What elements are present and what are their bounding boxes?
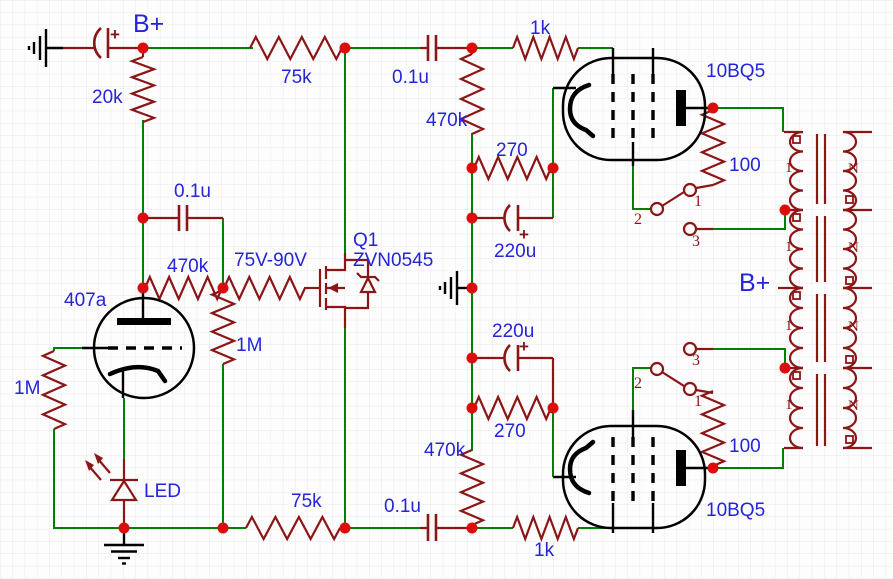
transformer-primary-label-3: 1 [785, 318, 793, 334]
capacitor-01u-left[interactable] [177, 205, 189, 231]
label-gate-voltage[interactable]: 75V-90V [234, 250, 307, 271]
resistor-20k[interactable] [128, 55, 158, 124]
net-label-bplus-top[interactable]: B+ [133, 10, 164, 38]
resistor-470k-input[interactable] [143, 274, 224, 302]
capacitor-polarized-bplus[interactable] [92, 27, 110, 59]
polarity-plus-bplus-cap: + [110, 25, 120, 44]
resistor-1m-left[interactable] [40, 349, 68, 431]
transformer-primary-label-1: 1 [785, 160, 793, 176]
label-r1k-bottom[interactable]: 1k [534, 540, 555, 561]
transformer-secondary-label-3: N [848, 319, 859, 335]
label-r75k-top[interactable]: 75k [281, 67, 312, 88]
resistor-470k-top[interactable] [458, 52, 486, 136]
transformer-secondary-label-1: N [848, 161, 859, 177]
wires-green [53, 47, 786, 529]
output-transformer[interactable] [778, 130, 872, 450]
tube-10bq5-top[interactable] [561, 48, 707, 166]
resistor-100-bottom[interactable] [699, 389, 727, 468]
label-r470k-bottom[interactable]: 470k [424, 440, 466, 461]
resistor-gate-75v90v[interactable] [223, 274, 306, 302]
junction-dots [118, 42, 791, 534]
resistor-1k-bottom[interactable] [511, 513, 580, 543]
polarity-plus-c220u-bottom: + [519, 337, 529, 356]
transformer-secondary-label-2: N [848, 240, 859, 256]
resistor-75k-top[interactable] [249, 34, 343, 62]
label-r470k-input[interactable]: 470k [167, 256, 209, 277]
label-r270-bottom[interactable]: 270 [494, 421, 526, 442]
label-tube-407a[interactable]: 407a [64, 290, 107, 311]
tube-407a[interactable] [92, 296, 196, 400]
capacitor-220u-top[interactable] [503, 204, 520, 232]
label-r100-bottom[interactable]: 100 [729, 436, 761, 457]
label-c220u-bottom[interactable]: 220u [492, 321, 534, 342]
label-led[interactable]: LED [144, 481, 181, 502]
switch-bottom-pin2-number: 2 [634, 375, 642, 392]
transformer-polarity-marks-icon [792, 135, 854, 444]
net-label-bplus-right[interactable]: B+ [739, 269, 770, 297]
switch-bottom[interactable] [649, 341, 698, 397]
label-c01u-top[interactable]: 0.1u [392, 67, 429, 88]
resistors [40, 33, 727, 543]
switch-bottom-pin2 [649, 361, 665, 377]
label-r100-top[interactable]: 100 [729, 155, 761, 176]
transformer-core-icon [815, 134, 827, 446]
switch-bottom-pin3 [682, 341, 698, 357]
switch-top-pin2-number: 2 [634, 211, 642, 228]
resistor-75k-bottom[interactable] [245, 514, 341, 542]
transformer-primary-label-2: 1 [785, 239, 793, 255]
label-tube-10bq5-bottom[interactable]: 10BQ5 [706, 500, 765, 521]
label-r1m-mid[interactable]: 1M [236, 335, 262, 356]
label-c01u-bottom[interactable]: 0.1u [384, 496, 421, 517]
polarity-plus-c220u-top: + [519, 225, 529, 244]
switch-bottom-pin1-number: 1 [694, 393, 702, 410]
tube-10bq5-bottom[interactable] [561, 410, 707, 533]
ground-symbol-middle[interactable] [438, 271, 459, 305]
resistor-100-top[interactable] [699, 108, 727, 187]
label-r20k[interactable]: 20k [92, 87, 123, 108]
switch-top-pin1 [682, 182, 698, 198]
label-r75k-bottom[interactable]: 75k [291, 491, 322, 512]
resistor-270-bottom[interactable] [472, 394, 553, 422]
resistor-270-top[interactable] [472, 154, 553, 182]
label-tube-10bq5-top[interactable]: 10BQ5 [706, 61, 765, 82]
led-emission-arrows-icon [85, 453, 111, 481]
transformer-secondary-label-4: N [848, 398, 859, 414]
label-r470k-top[interactable]: 470k [426, 110, 468, 131]
resistor-1m-mid[interactable] [209, 288, 237, 366]
label-r270-top[interactable]: 270 [496, 140, 528, 161]
ground-symbol-top-left[interactable] [27, 29, 48, 67]
resistor-1k-top[interactable] [511, 33, 580, 63]
switch-top-pin3 [682, 221, 698, 237]
label-r1m-left[interactable]: 1M [14, 378, 40, 399]
capacitor-220u-bottom[interactable] [503, 344, 520, 372]
switch-top-pin2 [649, 201, 665, 217]
label-r1k-top[interactable]: 1k [530, 18, 551, 39]
switch-bottom-pin3-number: 3 [692, 352, 700, 369]
label-q1-part[interactable]: ZVN0545 [353, 250, 433, 271]
capacitor-01u-top[interactable] [426, 35, 438, 61]
label-c01u-left[interactable]: 0.1u [174, 181, 211, 202]
switch-bottom-pin1 [682, 381, 698, 397]
ground-symbol-bottom[interactable] [104, 543, 144, 565]
transformer-primary-label-4: 1 [785, 397, 793, 413]
resistor-470k-bottom[interactable] [458, 448, 486, 527]
led-symbol[interactable] [85, 453, 138, 502]
switch-top-pin3-number: 3 [692, 233, 700, 250]
label-c220u-top[interactable]: 220u [494, 241, 536, 262]
mosfet-q1[interactable] [318, 253, 380, 328]
switch-top-pin1-number: 1 [694, 193, 702, 210]
mosfet-body-arrow-icon [328, 283, 338, 293]
label-q1-ref[interactable]: Q1 [353, 230, 378, 251]
switch-top[interactable] [649, 182, 698, 237]
capacitor-01u-bottom[interactable] [426, 514, 438, 541]
